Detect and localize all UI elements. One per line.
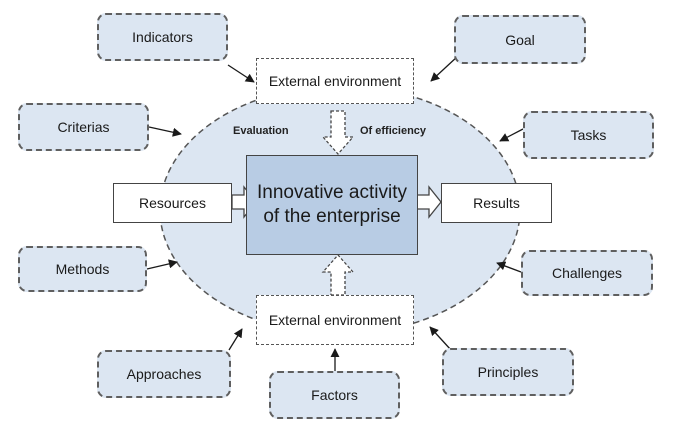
approaches-box: Approaches [97, 350, 231, 398]
external-environment-bottom: External environment [256, 295, 414, 345]
goal-box: Goal [454, 15, 586, 64]
evaluation-label: Evaluation [233, 125, 289, 137]
resources-box: Resources [113, 183, 232, 223]
methods-box: Methods [18, 246, 147, 292]
arrow-principles [429, 326, 452, 351]
efficiency-label: Of efficiency [360, 125, 427, 137]
evaluation-arrow-down [321, 110, 355, 155]
arrow-goal [430, 55, 459, 82]
environment-arrow-up [321, 254, 355, 296]
criterias-box: Criterias [18, 103, 149, 151]
external-environment-top: External environment [256, 58, 414, 104]
arrow-challenges [496, 261, 522, 273]
tasks-box: Tasks [523, 111, 654, 159]
output-arrow [416, 185, 442, 219]
results-box: Results [441, 183, 552, 223]
challenges-box: Challenges [521, 250, 653, 296]
arrow-indicators [227, 64, 255, 83]
core-activity-box: Innovative activity of the enterprise [246, 155, 418, 255]
arrow-methods [146, 259, 178, 270]
arrow-approaches [228, 328, 243, 351]
indicators-box: Indicators [97, 13, 228, 61]
arrow-criterias [148, 126, 182, 137]
arrow-tasks [499, 128, 524, 142]
factors-box: Factors [269, 371, 400, 419]
principles-box: Principles [442, 348, 574, 396]
